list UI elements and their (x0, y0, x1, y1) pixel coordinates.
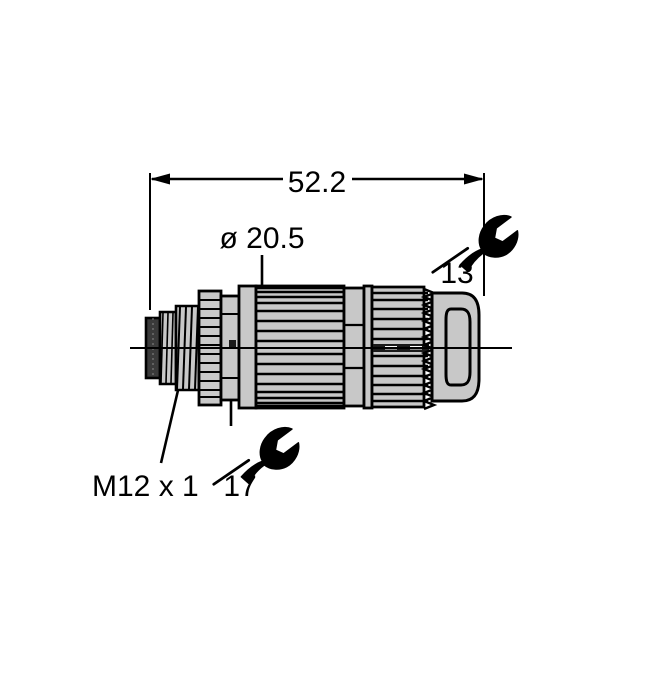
collar-notch (229, 340, 236, 347)
arrowhead-left (150, 173, 170, 185)
wrench-size-17: 17 (212, 400, 300, 503)
overall-length-value: 52.2 (288, 166, 346, 199)
wrench-icon (431, 214, 519, 274)
assembly-outline-accents (256, 286, 344, 408)
front-grip-ribs (257, 290, 343, 405)
collar-knurl-lines (200, 299, 220, 398)
wrench-icon (212, 426, 300, 486)
thread-label: M12 x 1 (92, 470, 199, 503)
wrench-13-label: 13 (440, 257, 473, 290)
diameter-dimension: ø 20.5 (219, 222, 305, 289)
rear-grip-ribs (373, 291, 428, 403)
arrowhead-right (464, 173, 484, 185)
diameter-value: ø 20.5 (219, 222, 304, 255)
wrench-size-13: 13 (431, 214, 519, 290)
thread-leader-line (159, 385, 181, 464)
thread-callout: M12 x 1 (92, 385, 199, 503)
wrench-17-label: 17 (223, 470, 256, 503)
